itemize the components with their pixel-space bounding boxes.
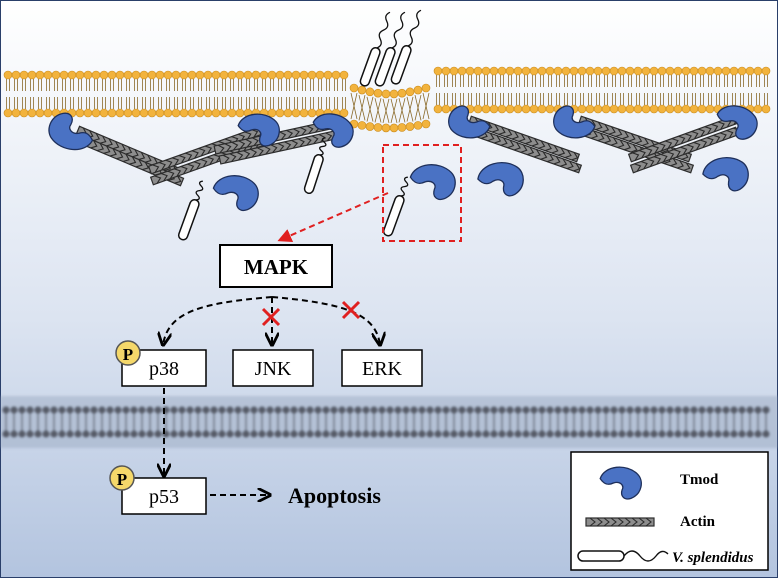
- phospho-label-p53: P: [117, 470, 127, 489]
- membrane-disruption: [349, 83, 431, 133]
- legend-vibrio-label: V. splendidus: [672, 550, 754, 566]
- p53-box: [121, 477, 207, 515]
- legend-tmod-icon: [599, 466, 642, 500]
- legend-actin-label: Actin: [680, 514, 716, 530]
- p38-label: p38: [149, 358, 179, 380]
- inhibit-cross-erk: [341, 300, 361, 320]
- mapk-box: [219, 244, 333, 288]
- jnk-label: JNK: [255, 358, 292, 380]
- cell-membrane-left: [3, 70, 349, 118]
- jnk-box: [232, 349, 314, 387]
- erk-label: ERK: [362, 358, 403, 380]
- mapk-label: MAPK: [244, 255, 309, 279]
- highlight-box: [382, 144, 462, 242]
- legend: Tmod Actin V. splendidus: [570, 451, 769, 571]
- inhibit-cross-jnk: [261, 307, 281, 327]
- vibrio-bacteria: [177, 9, 422, 241]
- mapk-branches: [163, 296, 380, 345]
- tmod-proteins: [48, 105, 758, 212]
- phospho-badge-p53: [109, 465, 135, 491]
- apoptosis-label: Apoptosis: [288, 483, 381, 508]
- legend-tmod-label: Tmod: [680, 472, 719, 488]
- p53-label: p53: [149, 486, 179, 508]
- legend-vibrio-icon: [577, 550, 669, 562]
- phospho-label-p38: P: [123, 345, 133, 364]
- branch-to-p38: [163, 296, 273, 345]
- legend-actin-icon: [585, 517, 655, 527]
- erk-box: [341, 349, 423, 387]
- branch-to-erk: [271, 296, 380, 345]
- phospho-badge-p38: [115, 340, 141, 366]
- nuclear-membrane: [0, 396, 778, 448]
